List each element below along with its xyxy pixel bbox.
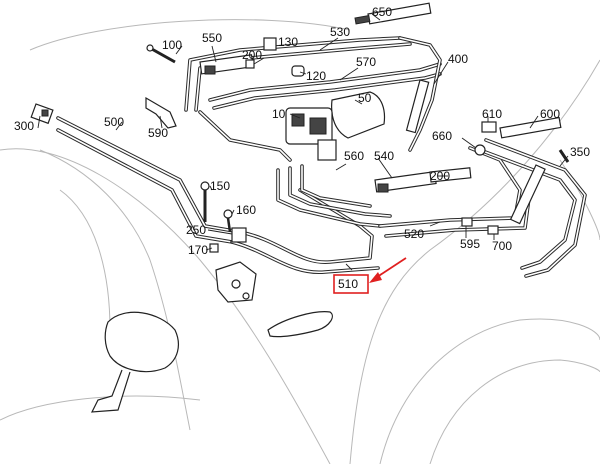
cylinder-650: [354, 2, 432, 25]
callout-520: 520: [404, 227, 424, 241]
highlight-510: [333, 257, 407, 294]
callout-590: 590: [148, 126, 168, 140]
hinge-mechanism: [215, 261, 257, 303]
callout-200-mid: 200: [430, 169, 450, 183]
callout-570: 570: [356, 55, 376, 69]
cylinder-200: [429, 167, 472, 183]
side-mirror: [90, 311, 179, 413]
callout-300: 300: [14, 119, 34, 133]
hose-400: [398, 36, 442, 152]
callout-130: 130: [278, 35, 298, 49]
strut-350: [509, 149, 570, 225]
callout-510: 510: [338, 277, 358, 291]
hydraulic-hoses: [56, 36, 587, 278]
leader-lines: [37, 13, 569, 271]
callout-250: 250: [186, 223, 206, 237]
cover-50: [331, 91, 386, 139]
hose-right: [478, 138, 587, 278]
callout-660: 660: [432, 129, 452, 143]
callout-595: 595: [460, 237, 480, 251]
callout-400: 400: [448, 52, 468, 66]
bracket-300: [30, 103, 54, 125]
callout-650: 650: [372, 5, 392, 19]
cylinder-550: [199, 54, 254, 75]
hose-510: [230, 188, 380, 275]
clip-595: [461, 217, 473, 227]
pin-100: [146, 44, 176, 64]
fitting-660: [474, 144, 486, 156]
connector-610: [481, 121, 497, 133]
callout-610: 610: [482, 107, 502, 121]
clip-700: [487, 225, 499, 235]
callout-120: 120: [306, 69, 326, 83]
callout-160: 160: [236, 203, 256, 217]
callout-170: 170: [188, 243, 208, 257]
clip-250: [231, 227, 247, 243]
callout-700: 700: [492, 239, 512, 253]
callout-530: 530: [330, 25, 350, 39]
hose-560: [276, 164, 392, 228]
callout-labels: 650 100 550 200 130 530 120 570 400 50 1…: [14, 5, 590, 291]
highlight-arrow-head: [369, 272, 382, 283]
callout-500: 500: [104, 115, 124, 129]
pin-150: [200, 181, 210, 222]
callout-10: 10: [272, 107, 286, 121]
callout-50: 50: [358, 91, 372, 105]
door-handle: [267, 311, 333, 338]
cylinder-540: [374, 170, 437, 193]
callout-350: 350: [570, 145, 590, 159]
plug-120: [291, 65, 305, 77]
callout-600: 600: [540, 107, 560, 121]
strut-400: [405, 79, 430, 134]
hose-570: [198, 62, 442, 162]
clip-130: [263, 37, 277, 51]
hose-500: [56, 116, 242, 244]
callout-540: 540: [374, 149, 394, 163]
highlight-box: [333, 274, 369, 294]
bracket-590: [145, 96, 177, 129]
callout-100: 100: [162, 38, 182, 52]
callout-560: 560: [344, 149, 364, 163]
clip-170: [209, 243, 219, 253]
callout-200-top: 200: [242, 48, 262, 62]
callout-150: 150: [210, 179, 230, 193]
callout-550: 550: [202, 31, 222, 45]
